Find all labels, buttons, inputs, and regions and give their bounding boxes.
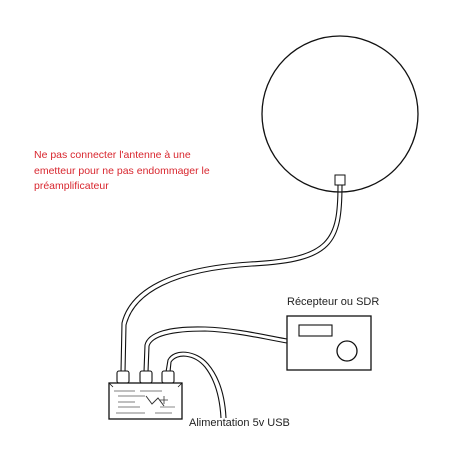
- receiver-box: [286, 315, 372, 371]
- warning-line-1: Ne pas connecter l'antenne à une: [34, 149, 191, 161]
- preamplifier-box: [108, 382, 183, 420]
- antenna-connector: [334, 174, 346, 186]
- antenna-cable: [120, 184, 343, 373]
- receiver-label: Récepteur ou SDR: [287, 296, 380, 308]
- warning-line-3: préamplificateur: [34, 180, 109, 192]
- loop-antenna: [261, 35, 419, 193]
- receiver-knob: [336, 340, 358, 362]
- antenna-input-connector: [116, 370, 130, 384]
- usb-power-cable: [165, 351, 227, 419]
- warning-line-2: emetteur pour ne pas endommager le: [34, 164, 210, 177]
- power-connector: [161, 370, 175, 384]
- receiver-display: [298, 324, 333, 337]
- power-supply-label: Alimentation 5v USB: [189, 417, 290, 429]
- receiver-cable: [143, 326, 288, 373]
- output-connector: [139, 370, 153, 384]
- warning-note: Ne pas connecter l'antenne à une emetteu…: [34, 148, 239, 195]
